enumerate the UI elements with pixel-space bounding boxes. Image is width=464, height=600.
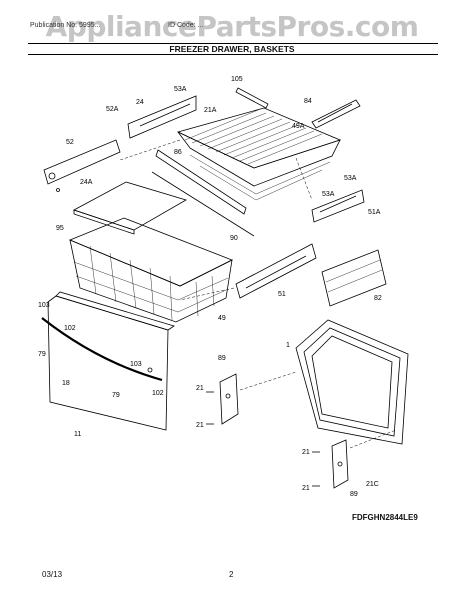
leader-lines (119, 139, 397, 449)
label-89: 89 (218, 355, 226, 362)
label-102: 102 (64, 325, 76, 332)
label-95: 95 (56, 225, 64, 232)
label-103: 103 (38, 302, 50, 309)
label-51: 51 (278, 291, 286, 298)
label-52a: 52A (106, 106, 119, 113)
part-52-slide (43, 139, 121, 185)
label-89-b: 89 (350, 491, 358, 498)
callout-labels: 105 84 53A 24 52A 21A 49A 86 52 24A 53A … (38, 76, 382, 498)
part-86-strip (155, 149, 247, 215)
label-79-b: 79 (112, 392, 120, 399)
part-84-rail (311, 99, 361, 129)
label-21-b: 21 (196, 422, 204, 429)
part-95-glass-shelf (72, 181, 188, 235)
part-11-drawer-front (41, 291, 175, 431)
label-53a-c: 53A (322, 191, 335, 198)
label-21c: 21C (366, 481, 379, 488)
label-82: 82 (374, 295, 382, 302)
label-103-b: 103 (130, 361, 142, 368)
label-90: 90 (230, 235, 238, 242)
label-51a: 51A (368, 209, 381, 216)
part-105-cover (235, 87, 269, 109)
footer-date: 03/13 (42, 570, 63, 579)
header-rule (28, 43, 438, 44)
part-90-rod (151, 171, 255, 237)
label-24a: 24A (80, 179, 93, 186)
label-105: 105 (231, 76, 243, 83)
part-89-bracket-upper (219, 373, 239, 425)
label-21-d: 21 (302, 485, 310, 492)
label-11: 11 (74, 431, 81, 438)
label-21-c: 21 (302, 449, 310, 456)
part-52a-slide (127, 95, 197, 139)
watermark: AppliancePartsPros.com (45, 10, 419, 43)
screws (56, 188, 320, 487)
label-24: 24 (136, 99, 144, 106)
title-rule (28, 54, 438, 55)
label-53a: 53A (174, 86, 187, 93)
label-21a: 21A (204, 107, 217, 114)
part-51-slide (235, 243, 317, 299)
part-49-lower-basket (68, 217, 233, 323)
part-89-bracket-lower (331, 439, 349, 489)
id-code: ID Code: ... (168, 22, 204, 29)
label-53a-b: 53A (344, 175, 357, 182)
footer-page-number: 2 (229, 570, 234, 579)
label-86: 86 (174, 149, 182, 156)
part-51a-slide (311, 189, 365, 223)
part-49a-upper-basket (176, 107, 342, 201)
publication-number: Publication No. 5995... (30, 22, 101, 29)
label-79: 79 (38, 351, 46, 358)
part-82-panel (321, 249, 387, 307)
diagram-title: FREEZER DRAWER, BASKETS (169, 44, 295, 54)
label-1: 1 (286, 342, 290, 349)
part-1-gasket-frame (295, 319, 409, 445)
label-18: 18 (62, 380, 70, 387)
label-102-b: 102 (152, 390, 164, 397)
diagram-code: FDFGHN2844LE9 (352, 513, 418, 522)
label-52: 52 (66, 139, 74, 146)
label-49a: 49A (292, 123, 305, 130)
label-84: 84 (304, 98, 312, 105)
label-49: 49 (218, 315, 226, 322)
label-21: 21 (196, 385, 204, 392)
